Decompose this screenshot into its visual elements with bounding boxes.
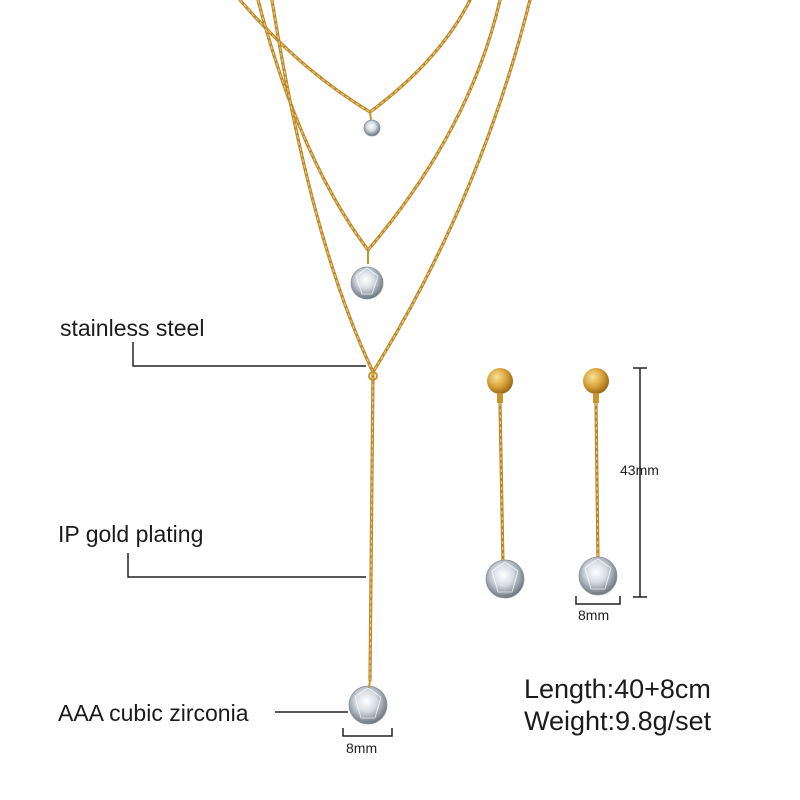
- necklace-strand-short: [238, 0, 472, 114]
- earring-left: [485, 368, 525, 599]
- pendant-size-bracket: [342, 728, 393, 737]
- connector-ring: [368, 371, 378, 381]
- pendant-stone-medium: [350, 250, 384, 300]
- earring-dimension-lines: [575, 367, 647, 605]
- label-material: stainless steel: [60, 315, 205, 341]
- spec-length: Length:40+8cm: [524, 674, 711, 704]
- leader-line-material: [132, 342, 366, 367]
- leader-lines: [127, 342, 393, 737]
- label-plating: IP gold plating: [58, 521, 204, 547]
- leader-line-plating: [127, 553, 366, 578]
- label-stone: AAA cubic zirconia: [58, 700, 249, 726]
- spec-weight: Weight:9.8g/set: [524, 706, 712, 736]
- label-earring-length: 43mm: [620, 462, 659, 478]
- pendant-stone-drop: [348, 679, 388, 725]
- earring-right: [578, 368, 618, 596]
- label-earring-stone-size: 8mm: [578, 607, 610, 623]
- pendant-stone-small: [363, 111, 381, 137]
- earring-stone-size-bracket: [575, 596, 621, 605]
- label-pendant-size: 8mm: [346, 740, 378, 756]
